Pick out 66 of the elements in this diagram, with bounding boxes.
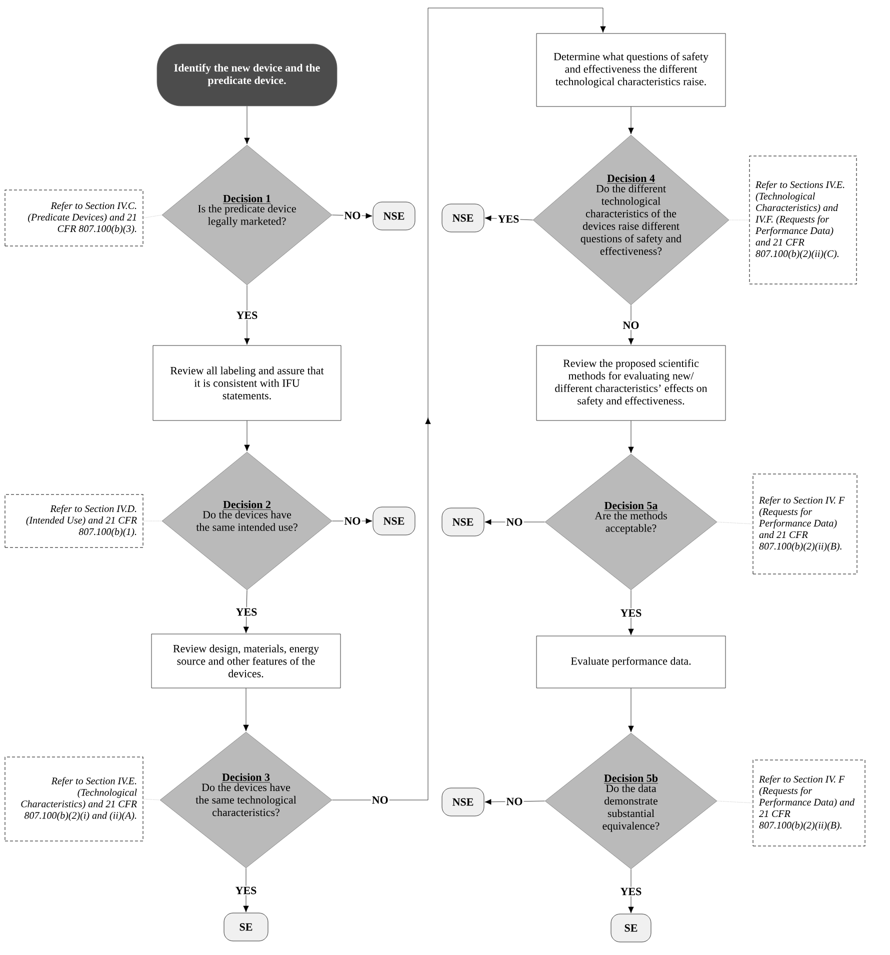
reference-note: Refer to Sections IV.E. (Technological Characteristics) and IV.F. (Requests for Performance Data) and 21 CFR 807.100(b)(2)(ii)(C). [749, 156, 857, 284]
arrow [628, 869, 634, 914]
arrow [332, 8, 606, 800]
arrow [628, 305, 634, 345]
end-terminal: NSE [442, 508, 484, 536]
decision-question: Are the methods acceptable? [594, 512, 667, 534]
arrow [243, 688, 249, 732]
edge-label: YES [235, 310, 259, 320]
edge-label: NO [505, 517, 524, 527]
edge-label: NO [343, 516, 362, 526]
reference-note: Refer to Section IV. F (Requests for Performance Data) and 21 CFR 807.100(b)(2)(ii)(B). [752, 760, 866, 846]
arrow [244, 285, 250, 345]
leader-line [717, 522, 753, 524]
edge-label: NO [622, 320, 640, 330]
end-terminal: NSE [442, 788, 484, 816]
decision-heading: Decision 5a [604, 502, 658, 511]
leader-line [143, 214, 162, 218]
end-terminal: SE [610, 914, 652, 942]
decision-heading: Decision 5b [604, 774, 658, 784]
process-box: Review all labeling and assure that it is consistent with IFU statements. [152, 345, 342, 421]
decision-heading: Decision 2 [222, 500, 272, 510]
edge-label: YES [234, 607, 258, 617]
edge-label: NO [343, 210, 362, 220]
edge-label: NO [370, 795, 390, 805]
process-box: Review the proposed scientific methods for evaluating new/ different characteristics’ effects on safety and effectiveness. [536, 345, 726, 421]
edge-label: NO [505, 796, 524, 806]
decision-question: Do the data demonstrate substantial equivalence? [602, 784, 660, 832]
edge-label: YES [234, 886, 258, 896]
arrow [243, 868, 249, 912]
leader-line [143, 520, 162, 522]
decision-question: Do the different technological characteristics of the devices raise different questions of safety and effectiveness? [580, 184, 682, 255]
reference-note: Refer to Section IV.D. (Intended Use) and 21 CFR 807.100(b)(1). [4, 494, 144, 548]
arrow [484, 519, 545, 525]
arrow [628, 590, 634, 636]
reference-note: Refer to Section IV. F (Requests for Performance Data) and 21 CFR 807.100(b)(2)(ii)(B). [752, 474, 858, 574]
arrow [484, 799, 545, 805]
arrow [243, 590, 249, 634]
arrow [332, 518, 372, 524]
decision-question: Do the devices have the same technological characteristics? [196, 783, 296, 816]
decision-heading: Decision 1 [222, 194, 272, 204]
arrow [332, 213, 372, 219]
decision-question: Is the predicate device legally marketed? [198, 204, 296, 228]
process-box: Determine what questions of safety and effectiveness the different technological characteristics raise. [536, 33, 726, 107]
end-terminal: SE [224, 912, 268, 942]
decision-question: Do the devices have the same intended use? [196, 510, 298, 531]
arrow [484, 215, 533, 222]
edge-label: YES [619, 886, 643, 896]
end-terminal: NSE [372, 506, 416, 536]
edge-label: YES [619, 608, 643, 618]
reference-note: Refer to Section IV.C. (Predicate Devices) and 21 CFR 807.100(b)(3). [4, 190, 144, 246]
leader-line [143, 798, 160, 800]
reference-note: Refer to Section IV.E. (Technological Characteristics) and 21 CFR 807.100(b)(2)(i) and (ii)(A). [4, 756, 144, 842]
decision-heading: Decision 4 [606, 174, 656, 184]
decision-heading: Decision 3 [222, 773, 270, 783]
arrow [628, 420, 634, 454]
arrow [628, 688, 634, 732]
edge-label: YES [496, 214, 520, 224]
leader-line [717, 800, 753, 804]
end-terminal: NSE [372, 202, 416, 230]
process-box: Review design, materials, energy source and other features of the devices. [151, 634, 341, 688]
end-terminal: NSE [442, 204, 484, 232]
start-terminal: Identify the new device and the predicate device. [156, 44, 338, 106]
arrow [244, 420, 250, 452]
process-box: Evaluate performance data. [536, 636, 726, 688]
arrow [244, 106, 250, 144]
arrow [628, 106, 634, 134]
